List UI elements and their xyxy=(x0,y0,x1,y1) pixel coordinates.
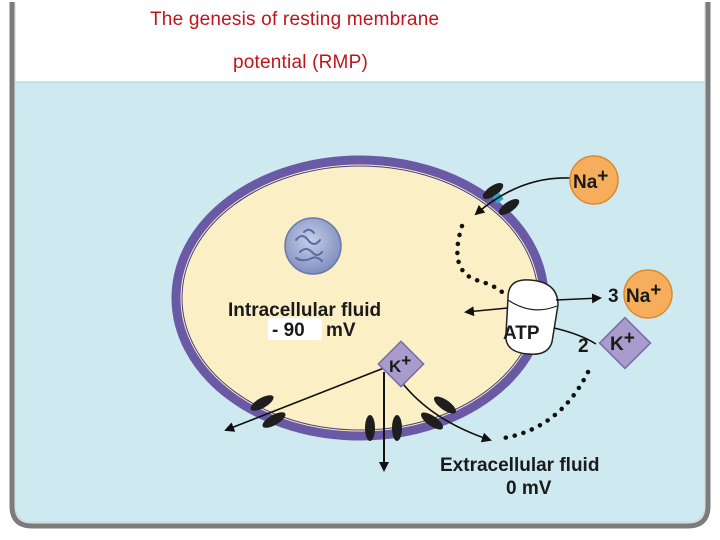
potassium-channel-bottom xyxy=(365,415,402,441)
potassium-channel-right xyxy=(420,396,457,430)
sodium-ion-out-label: Na xyxy=(626,286,651,307)
sodium-ions-pumped: 3 Na+ xyxy=(608,269,673,319)
potassium-count-label: 2 xyxy=(578,336,589,357)
potassium-ion-inside: K+ xyxy=(377,340,425,388)
potassium-channel-left xyxy=(250,395,286,428)
svg-text:K+: K+ xyxy=(389,351,411,376)
na-influx-arrow xyxy=(474,177,571,216)
k-efflux-arrow-left xyxy=(224,367,385,432)
beaker-wall-highlight xyxy=(14,2,706,523)
intracellular-fluid-label: Intracellular fluid xyxy=(228,300,381,321)
title-line-2: potential (RMP) xyxy=(233,52,368,73)
atp-label: ATP xyxy=(503,323,540,344)
k-influx-arrow xyxy=(553,327,597,345)
svg-text:Na+: Na+ xyxy=(626,280,661,307)
intracellular-potential-box xyxy=(268,318,322,340)
potassium-ions-pumped: 2 K+ xyxy=(578,316,652,370)
intracellular-potential-value: - 90 xyxy=(272,320,305,341)
potassium-charge-label: + xyxy=(624,328,635,349)
intracellular-potential-unit: mV xyxy=(326,320,356,341)
sodium-charge-out-label: + xyxy=(650,280,661,301)
potassium-ion-in-label: K xyxy=(389,357,402,376)
arrows xyxy=(224,177,602,472)
svg-text:Na+: Na+ xyxy=(573,166,608,193)
extracellular-fluid-label: Extracellular fluid xyxy=(440,455,599,476)
beaker-wall xyxy=(9,2,711,529)
cell xyxy=(171,155,549,441)
sodium-ion-outside: Na+ xyxy=(569,155,619,205)
title-line-1: The genesis of resting membrane xyxy=(150,9,440,30)
na-efflux-arrow xyxy=(555,293,602,304)
svg-text:K+: K+ xyxy=(610,328,635,355)
k-dotted-path xyxy=(501,369,591,441)
pump-inward-arrow xyxy=(464,306,509,317)
sodium-charge-label: + xyxy=(597,166,608,187)
potassium-charge-in-label: + xyxy=(401,351,411,370)
cell-membrane xyxy=(171,155,549,441)
sodium-ion-label: Na xyxy=(573,172,598,193)
sodium-count-label: 3 xyxy=(608,286,619,307)
sodium-channel xyxy=(482,182,520,216)
nucleus xyxy=(284,217,342,275)
sodium-potassium-pump xyxy=(505,279,559,355)
extracellular-potential-label: 0 mV xyxy=(506,478,552,499)
k-efflux-arrow-right xyxy=(399,379,492,443)
potassium-ion-label: K xyxy=(610,334,624,355)
na-dotted-path xyxy=(455,223,509,299)
